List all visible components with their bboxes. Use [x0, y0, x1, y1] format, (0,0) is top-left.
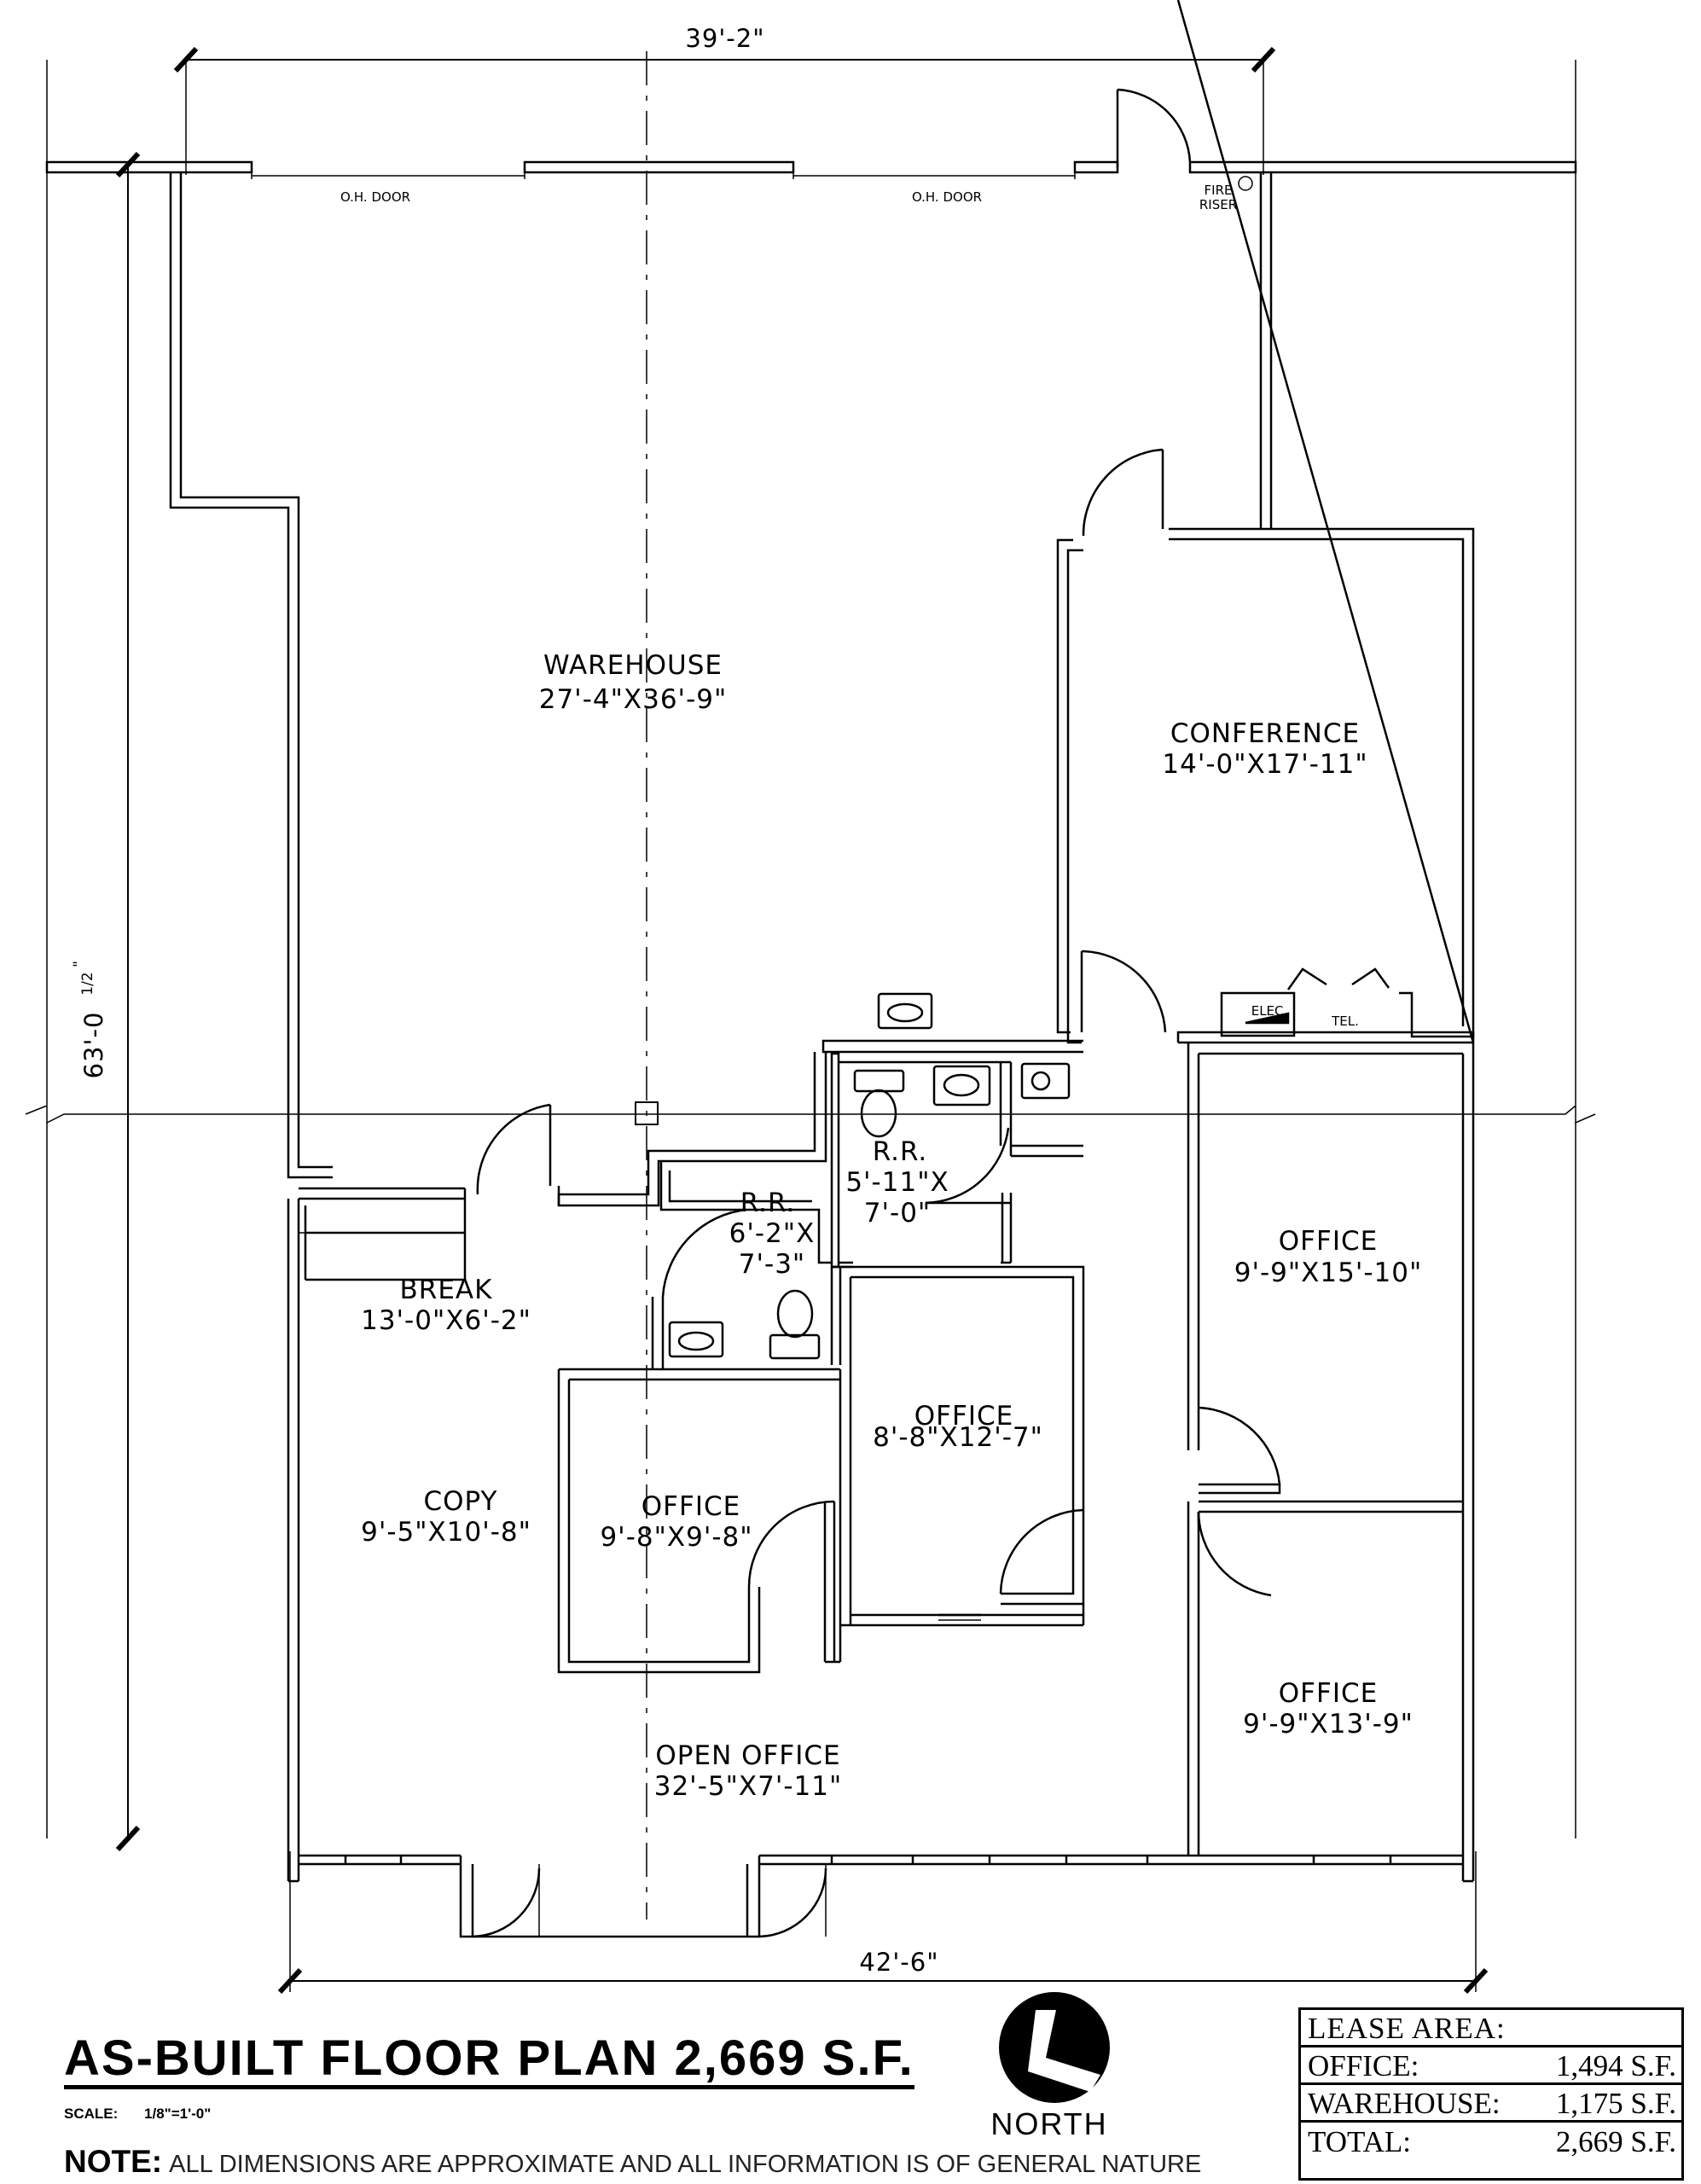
elec-label: ELEC.: [1251, 1003, 1288, 1019]
lease-row-value: 1,175 S.F.: [1555, 2086, 1676, 2120]
room-size-warehouse: 27'-4"X36'-9": [539, 684, 728, 715]
room-size-rr-left-b: 7'-3": [739, 1249, 805, 1280]
svg-text:": ": [71, 961, 88, 967]
room-name-office-small: OFFICE: [642, 1491, 740, 1522]
room-size-rr-left-a: 6'-2"X: [729, 1218, 816, 1249]
scale-value: 1/8"=1'-0": [144, 2106, 212, 2122]
north-label: NORTH: [990, 2106, 1108, 2141]
room-size-copy: 9'-5"X10'-8": [361, 1517, 531, 1548]
lease-row-label: WAREHOUSE:: [1308, 2086, 1501, 2120]
room-name-warehouse: WAREHOUSE: [543, 650, 723, 681]
room-name-copy: COPY: [424, 1486, 498, 1517]
room-size-office-mid: 8'-8"X12'-7": [873, 1422, 1043, 1453]
lease-row-value: 1,494 S.F.: [1555, 2048, 1676, 2082]
lease-row-warehouse: WAREHOUSE: 1,175 S.F.: [1301, 2085, 1681, 2123]
oh-door-label-2: O.H. DOOR: [912, 189, 982, 205]
room-size-open-office: 32'-5"X7'-11": [654, 1771, 843, 1802]
lease-row-total: TOTAL: 2,669 S.F.: [1301, 2123, 1681, 2160]
walls: [25, 0, 1596, 1995]
room-size-rr-right-b: 7'-0": [864, 1198, 931, 1228]
lease-row-office: OFFICE: 1,494 S.F.: [1301, 2048, 1681, 2085]
room-name-office-ne: OFFICE: [1279, 1226, 1378, 1257]
north-arrow-icon: [999, 1992, 1110, 2103]
centerlines: [299, 51, 647, 1920]
scale-info: SCALE: 1/8"=1'-0": [64, 2106, 233, 2123]
room-size-office-ne: 9'-9"X15'-10": [1234, 1258, 1423, 1288]
lease-area-heading: LEASE AREA:: [1301, 2010, 1681, 2048]
room-labels: 39'-2" 42'-6" 63'-0 1/2 " O.H. DOOR O.H.…: [71, 24, 1423, 1977]
page-title: AS-BUILT FLOOR PLAN 2,669 S.F.: [64, 2032, 914, 2089]
room-name-office-mid: OFFICE: [914, 1401, 1013, 1432]
room-name-open-office: OPEN OFFICE: [655, 1740, 840, 1771]
riser-label: RISER: [1199, 197, 1237, 212]
room-size-office-small: 9'-8"X9'-8": [600, 1522, 752, 1553]
lease-row-label: OFFICE:: [1308, 2048, 1419, 2082]
lease-area-table: LEASE AREA: OFFICE: 1,494 S.F. WAREHOUSE…: [1298, 2007, 1684, 2181]
room-name-rr-right: R.R.: [873, 1136, 928, 1167]
room-size-conference: 14'-0"X17'-11": [1162, 749, 1367, 780]
dim-side: 63'-0 1/2 ": [71, 961, 108, 1078]
room-size-rr-right-a: 5'-11"X: [845, 1167, 949, 1198]
oh-door-label-1: O.H. DOOR: [340, 189, 410, 205]
room-name-office-se: OFFICE: [1279, 1678, 1378, 1709]
lease-area-heading-text: LEASE AREA:: [1308, 2011, 1506, 2045]
dim-bottom: 42'-6": [859, 1948, 938, 1977]
room-name-conference: CONFERENCE: [1170, 718, 1360, 749]
room-name-break: BREAK: [400, 1275, 493, 1305]
svg-text:1/2: 1/2: [79, 972, 96, 995]
note: NOTE:ALL DIMENSIONS ARE APPROXIMATE AND …: [64, 2144, 1201, 2180]
tel-label: TEL.: [1331, 1014, 1359, 1029]
svg-text:63'-0: 63'-0: [79, 1012, 108, 1079]
room-size-office-se: 9'-9"X13'-9": [1243, 1709, 1414, 1740]
lease-row-value: 2,669 S.F.: [1555, 2125, 1676, 2158]
dim-top: 39'-2": [685, 24, 764, 53]
note-label: NOTE:: [64, 2144, 163, 2179]
room-size-break: 13'-0"X6'-2": [361, 1305, 531, 1336]
scale-label: SCALE:: [64, 2106, 119, 2122]
lease-row-label: TOTAL:: [1308, 2125, 1411, 2158]
note-text: ALL DIMENSIONS ARE APPROXIMATE AND ALL I…: [169, 2151, 1202, 2178]
room-name-rr-left: R.R.: [740, 1188, 796, 1218]
fire-label: FIRE: [1205, 183, 1233, 198]
